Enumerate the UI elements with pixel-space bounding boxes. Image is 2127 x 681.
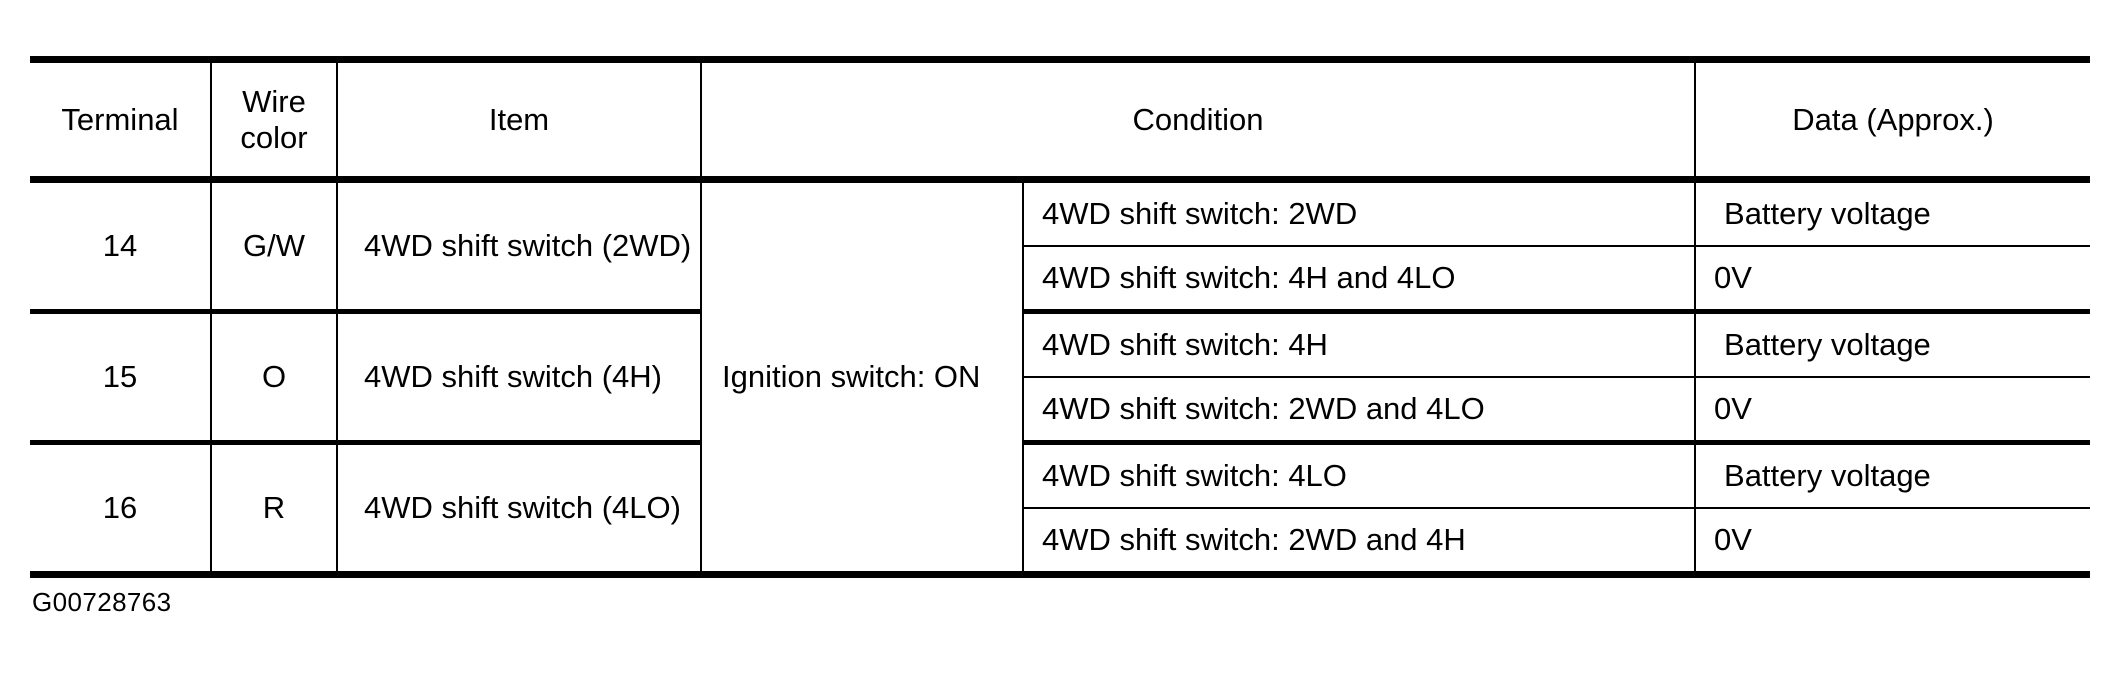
data-value: 0V [1695, 246, 2091, 314]
table-row: 15 O 4WD shift switch (4H) 4WD shift swi… [30, 311, 2091, 445]
condition-text: 4WD shift switch: 4LO [1023, 442, 1697, 509]
condition-text: 4WD shift switch: 4H and 4LO [1023, 246, 1697, 314]
table-row: 14 G/W 4WD shift switch (2WD) Ignition s… [30, 179, 2091, 578]
condition-text: 4WD shift switch: 2WD and 4LO [1023, 377, 1697, 445]
table-row: 4WD shift switch: 4H and 4LO 0V [30, 246, 2091, 314]
wire-color: R [211, 442, 338, 578]
item-description: 4WD shift switch (2WD) [337, 179, 702, 314]
column-header-wire-color-label-line2: color [240, 119, 308, 155]
figure-caption: G00728763 [32, 587, 172, 617]
data-value: Battery voltage [1695, 311, 2091, 378]
column-header-condition-label: Condition [1132, 101, 1264, 137]
data-value: 0V [1695, 508, 2091, 578]
column-header-condition: Condition [701, 56, 1697, 183]
shared-condition: Ignition switch: ON [701, 179, 1024, 578]
table-row: 4WD shift switch: 2WD and 4LO 0V [30, 377, 2091, 445]
condition-text: 4WD shift switch: 4H [1023, 311, 1697, 378]
terminal-spec-table: Terminal Wire color Item Condition Data … [30, 56, 2091, 578]
terminal-number: 15 [30, 311, 212, 445]
condition-text: 4WD shift switch: 2WD [1023, 179, 1697, 247]
condition-text: 4WD shift switch: 2WD and 4H [1023, 508, 1697, 578]
table-header-row: Terminal Wire color Item Condition Data … [30, 56, 2091, 183]
item-description: 4WD shift switch (4H) [337, 311, 702, 445]
column-header-item: Item [337, 56, 702, 183]
column-header-terminal: Terminal [30, 56, 212, 183]
wire-color: G/W [211, 179, 338, 314]
data-value: 0V [1695, 377, 2091, 445]
data-value: Battery voltage [1695, 442, 2091, 509]
data-value: Battery voltage [1695, 179, 2091, 247]
column-header-data: Data (Approx.) [1695, 56, 2091, 183]
table-header: Terminal Wire color Item Condition Data … [30, 56, 2091, 183]
column-header-wire-color-label-line1: Wire [242, 84, 306, 120]
column-header-terminal-label: Terminal [61, 101, 179, 137]
column-header-item-label: Item [488, 101, 550, 137]
item-description: 4WD shift switch (4LO) [337, 442, 702, 578]
terminal-number: 14 [30, 179, 212, 314]
column-header-data-label: Data (Approx.) [1792, 101, 1994, 137]
table-row: 4WD shift switch: 2WD and 4H 0V [30, 508, 2091, 578]
wire-color: O [211, 311, 338, 445]
table-body: 14 G/W 4WD shift switch (2WD) Ignition s… [30, 179, 2091, 578]
table-row: 16 R 4WD shift switch (4LO) 4WD shift sw… [30, 442, 2091, 578]
column-header-wire-color: Wire color [211, 56, 338, 183]
terminal-number: 16 [30, 442, 212, 578]
